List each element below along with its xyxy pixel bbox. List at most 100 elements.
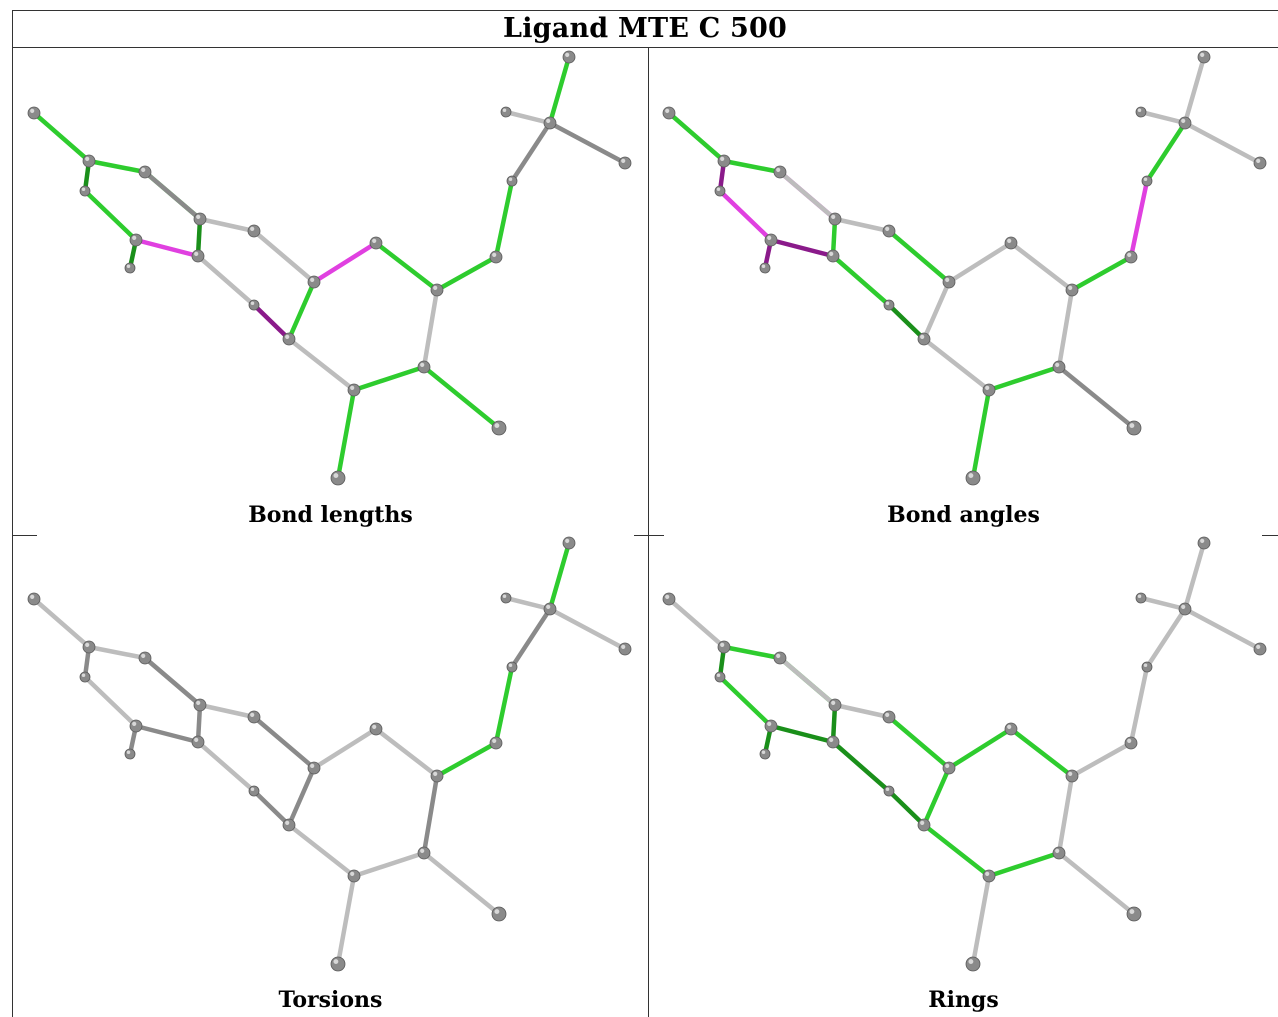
atom-highlight xyxy=(1137,108,1142,112)
atom-highlight xyxy=(985,871,990,876)
atom-highlight xyxy=(433,771,438,776)
atom-highlight xyxy=(196,214,201,219)
caption-bond-angles: Bond angles xyxy=(887,502,1040,528)
atom-highlight xyxy=(196,700,201,705)
bond xyxy=(768,237,836,259)
bond xyxy=(1144,606,1188,670)
atom xyxy=(500,106,512,118)
atom-highlight xyxy=(1127,738,1132,743)
atom-highlight xyxy=(920,820,925,825)
bond xyxy=(195,253,257,308)
atom-highlight xyxy=(250,712,255,717)
atom-highlight xyxy=(1200,52,1205,57)
bond xyxy=(547,120,628,166)
bond xyxy=(886,302,927,342)
caption-bond-lengths: Bond lengths xyxy=(248,502,413,528)
molecule xyxy=(27,536,632,972)
bond xyxy=(197,702,257,720)
molecule-diagram-torsions xyxy=(27,536,632,972)
bond xyxy=(1069,254,1134,293)
bond xyxy=(832,702,892,720)
atom xyxy=(1178,116,1192,130)
bond xyxy=(970,387,992,481)
atom-highlight xyxy=(492,738,497,743)
molecule xyxy=(662,536,1267,972)
atom-highlight xyxy=(621,644,626,649)
atom-highlight xyxy=(920,334,925,339)
atom-highlight xyxy=(350,871,355,876)
bond xyxy=(421,287,440,370)
atom xyxy=(282,332,296,346)
atom xyxy=(138,165,152,179)
bond xyxy=(1056,364,1137,431)
atom-highlight xyxy=(132,235,137,240)
bond xyxy=(509,606,553,670)
bond xyxy=(286,336,357,393)
atom-highlight xyxy=(85,156,90,161)
atom-highlight xyxy=(250,301,255,305)
atom xyxy=(662,106,676,120)
bond xyxy=(421,850,502,917)
atom-highlight xyxy=(502,108,507,112)
atom-highlight xyxy=(372,238,377,243)
atom xyxy=(82,154,96,168)
bond xyxy=(421,773,440,856)
atom-highlight xyxy=(1129,909,1135,914)
atom xyxy=(369,236,383,250)
atom xyxy=(828,212,842,226)
atom xyxy=(1141,175,1153,187)
atom-highlight xyxy=(885,787,890,791)
bond xyxy=(777,655,838,708)
atom xyxy=(124,748,136,760)
bond xyxy=(921,336,992,393)
atom xyxy=(618,642,632,656)
atom xyxy=(27,106,41,120)
atom xyxy=(129,719,143,733)
molecule xyxy=(662,50,1267,486)
table-frame xyxy=(12,10,1278,1017)
atom-highlight xyxy=(141,653,146,658)
atom xyxy=(193,212,207,226)
atom xyxy=(1065,769,1079,783)
bond xyxy=(82,674,139,729)
atom xyxy=(1126,420,1142,436)
bond xyxy=(970,873,992,967)
atom xyxy=(764,719,778,733)
atom-highlight xyxy=(1181,118,1186,123)
atom xyxy=(191,735,205,749)
atom-highlight xyxy=(565,538,570,543)
atom xyxy=(247,224,261,238)
atom xyxy=(500,592,512,604)
atom-highlight xyxy=(831,700,836,705)
atom-highlight xyxy=(494,423,500,428)
atom-highlight xyxy=(1007,238,1012,243)
bond xyxy=(31,110,92,164)
bond xyxy=(373,240,440,293)
bond xyxy=(921,765,952,828)
atom-highlight xyxy=(761,750,766,754)
atom-highlight xyxy=(285,820,290,825)
atom xyxy=(759,748,771,760)
bond xyxy=(373,726,440,779)
atom-highlight xyxy=(194,251,199,256)
molecule-diagram-bond-lengths xyxy=(27,50,632,486)
atom xyxy=(1065,283,1079,297)
atom-highlight xyxy=(433,285,438,290)
atom-highlight xyxy=(508,663,513,667)
atom xyxy=(369,722,383,736)
atom xyxy=(307,275,321,289)
bond xyxy=(197,216,257,234)
atom-highlight xyxy=(1129,423,1135,428)
atom xyxy=(1197,50,1211,64)
atom-highlight xyxy=(420,362,425,367)
atom xyxy=(191,249,205,263)
bond xyxy=(946,726,1014,771)
bond xyxy=(1138,595,1188,612)
atom xyxy=(982,383,996,397)
bond xyxy=(921,822,992,879)
atom xyxy=(1141,661,1153,673)
bond xyxy=(133,723,201,745)
atom-highlight xyxy=(1256,644,1261,649)
atom-highlight xyxy=(1127,252,1132,257)
column-divider xyxy=(648,48,649,1017)
